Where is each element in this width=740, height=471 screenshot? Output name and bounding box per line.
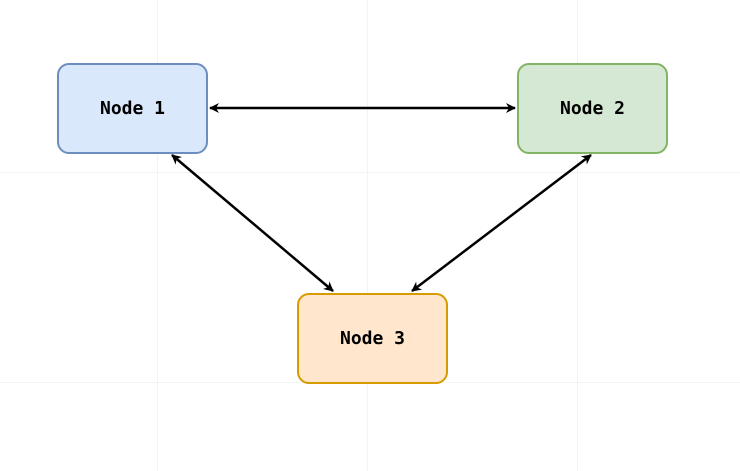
node-2[interactable]: Node 2 (517, 63, 668, 154)
node-3-label: Node 3 (339, 328, 406, 349)
edge-node2-node3[interactable] (411, 154, 592, 292)
node-3[interactable]: Node 3 (297, 293, 448, 384)
edge-node1-node3[interactable] (171, 154, 334, 292)
node-2-label: Node 2 (559, 98, 626, 119)
node-1[interactable]: Node 1 (57, 63, 208, 154)
node-1-label: Node 1 (99, 98, 166, 119)
